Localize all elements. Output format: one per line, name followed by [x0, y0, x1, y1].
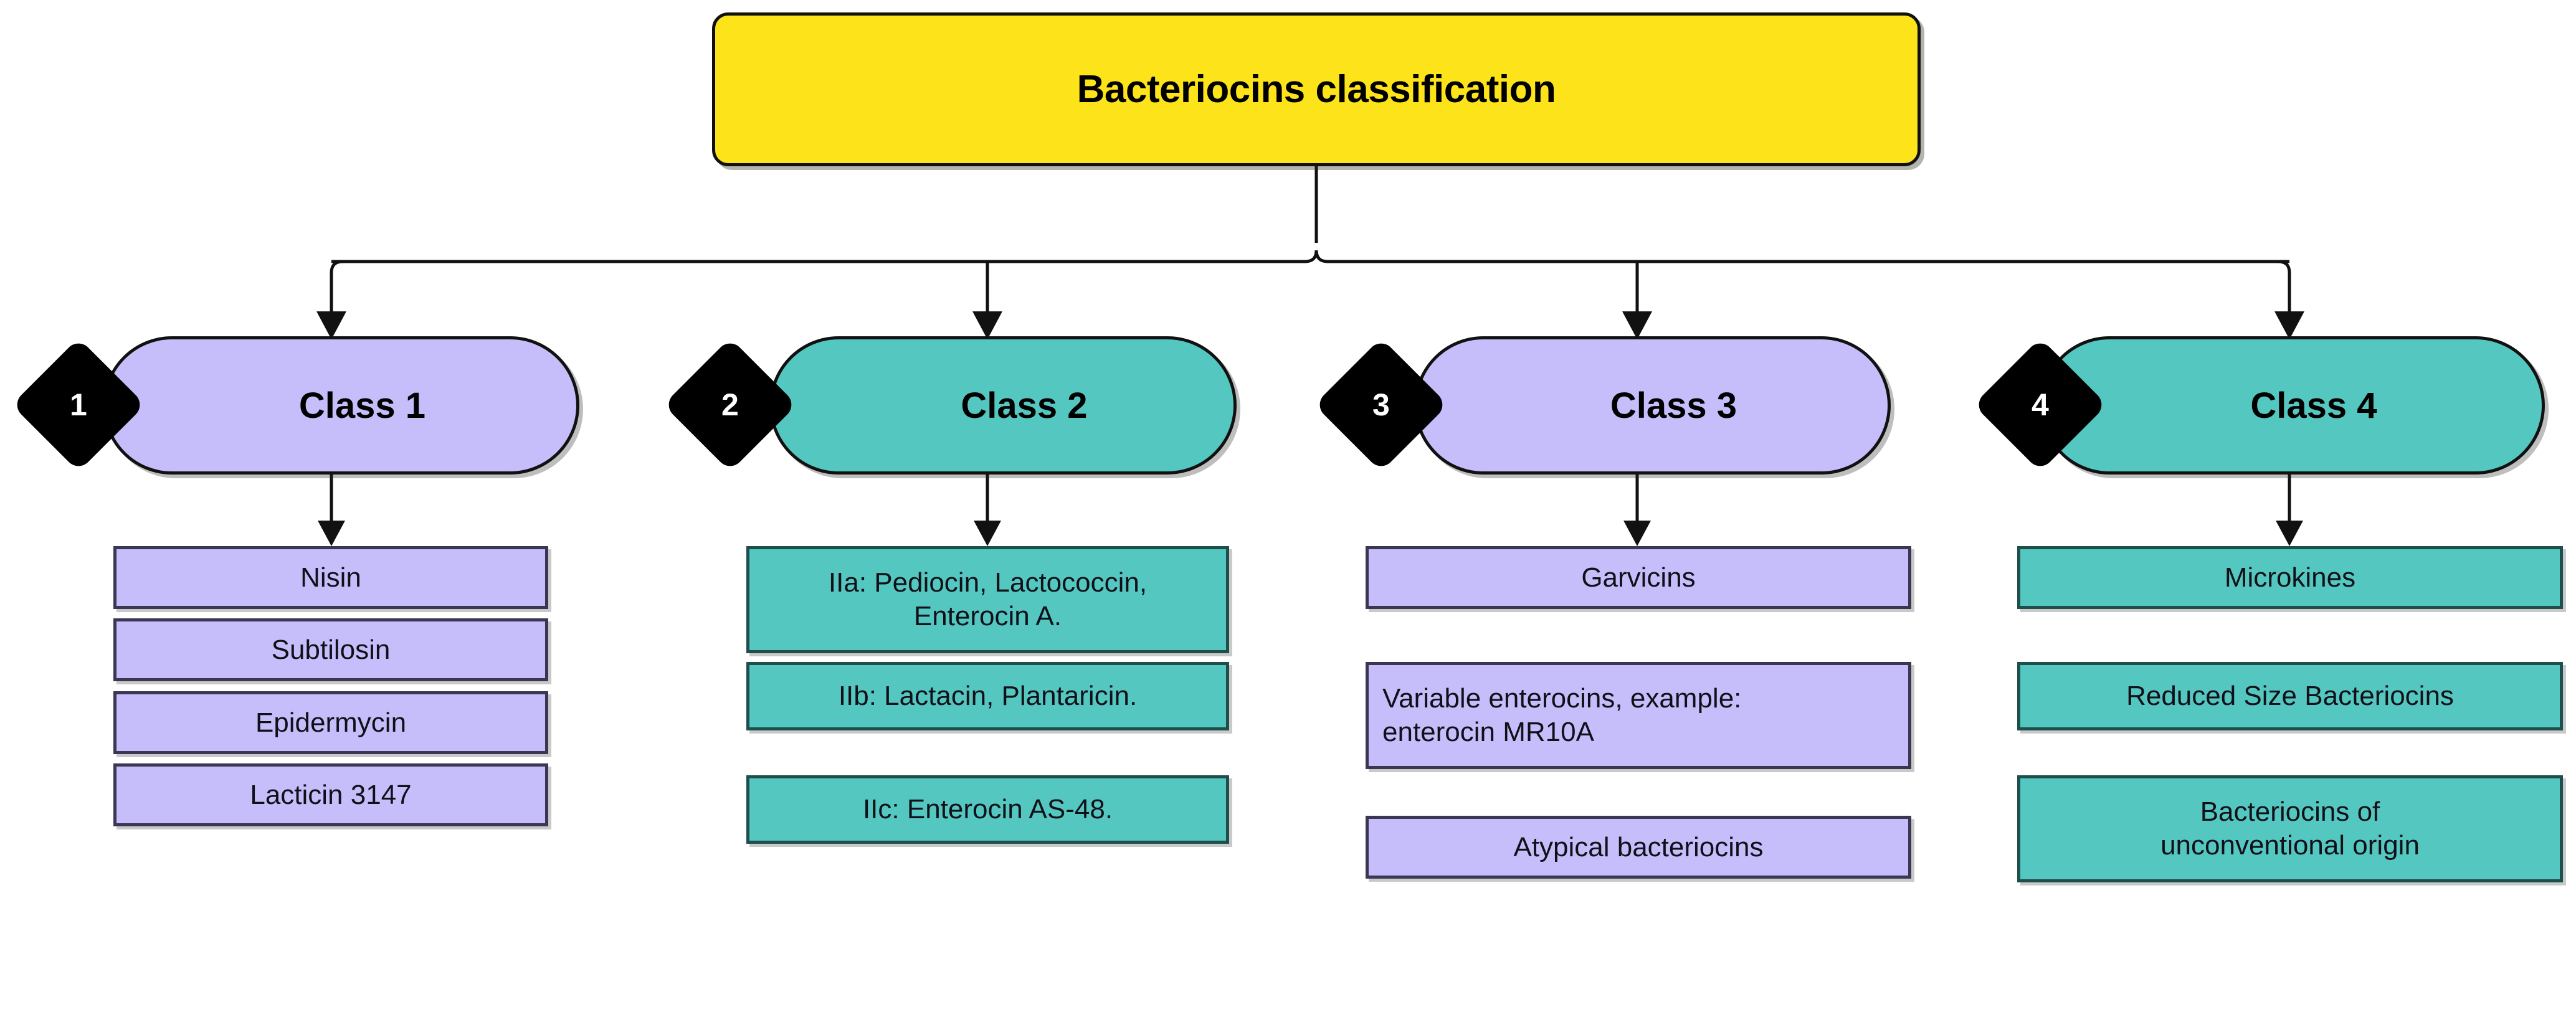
leaf-box-atypical-bacteriocins[interactable]: Atypical bacteriocins [1366, 816, 1911, 879]
arrowhead-class-3 [1622, 311, 1652, 339]
leaf-box-garvicins[interactable]: Garvicins [1366, 546, 1911, 609]
leaf-box-label: Subtilosin [271, 634, 391, 665]
badge-diamond-2-number: 2 [721, 387, 739, 422]
leaf-box-subtilosin[interactable]: Subtilosin [113, 618, 548, 681]
leaf-box-label: Reduced Size Bacteriocins [2126, 681, 2454, 712]
class-node-3-label: Class 3 [1610, 385, 1737, 426]
badge-diamond-4-number: 4 [2032, 387, 2049, 422]
leaf-box-variable-enterocins[interactable]: Variable enterocins, example: enterocin … [1366, 662, 1911, 769]
arrowhead-class-2 [972, 311, 1002, 339]
class-node-1[interactable]: Class 1 [103, 336, 579, 475]
class-node-2[interactable]: Class 2 [769, 336, 1237, 475]
branch-drop-4 [2278, 260, 2291, 319]
branch-bus-connector-right [1314, 250, 2289, 263]
leaf-box-label: IIc: Enterocin AS-48. [862, 794, 1113, 825]
arrowhead-leaf-1 [318, 521, 345, 546]
leaf-box-label: Atypical bacteriocins [1513, 831, 1764, 862]
class-node-1-label: Class 1 [298, 385, 426, 426]
class-node-3[interactable]: Class 3 [1414, 336, 1891, 475]
leaf-box-class2-iic[interactable]: IIc: Enterocin AS-48. [746, 775, 1229, 844]
leaf-box-unconventional-origin[interactable]: Bacteriocins of unconventional origin [2017, 775, 2563, 882]
branch-bus-connector [331, 250, 1318, 263]
leaf-box-label: Bacteriocins of unconventional origin [2160, 796, 2420, 861]
root-node-bacteriocins-classification[interactable]: Bacteriocins classification [712, 12, 1921, 166]
badge-diamond-3: 3 [1314, 338, 1448, 472]
class-node-4-label: Class 4 [2250, 385, 2377, 426]
leaf-box-label: IIa: Pediocin, Lactococcin, Enterocin A. [828, 567, 1148, 631]
class-node-2-label: Class 2 [961, 385, 1088, 426]
leaf-box-label: Nisin [300, 562, 361, 593]
leaf-box-nisin[interactable]: Nisin [113, 546, 548, 609]
branch-drop-1 [330, 260, 343, 319]
leaf-box-reduced-size-bacteriocins[interactable]: Reduced Size Bacteriocins [2017, 662, 2563, 730]
class-node-4[interactable]: Class 4 [2040, 336, 2545, 475]
leaf-box-label: Variable enterocins, example: enterocin … [1382, 683, 1742, 747]
arrowhead-class-4 [2274, 311, 2304, 339]
leaf-box-class2-iib[interactable]: IIb: Lactacin, Plantaricin. [746, 662, 1229, 730]
arrowhead-leaf-3 [1623, 521, 1651, 546]
leaf-box-label: Lacticin 3147 [250, 779, 412, 810]
leaf-box-microkines[interactable]: Microkines [2017, 546, 2563, 609]
arrowhead-class-1 [316, 311, 346, 339]
leaf-box-lacticin-3147[interactable]: Lacticin 3147 [113, 763, 548, 826]
leaf-box-epidermycin[interactable]: Epidermycin [113, 691, 548, 754]
arrowhead-leaf-4 [2276, 521, 2303, 546]
leaf-box-label: IIb: Lactacin, Plantaricin. [838, 681, 1138, 712]
badge-diamond-2: 2 [663, 338, 797, 472]
arrowhead-leaf-2 [974, 521, 1001, 546]
leaf-box-class2-iia[interactable]: IIa: Pediocin, Lactococcin, Enterocin A. [746, 546, 1229, 653]
badge-diamond-1-number: 1 [70, 387, 87, 422]
leaf-box-label: Microkines [2224, 562, 2356, 593]
leaf-box-label: Garvicins [1581, 562, 1696, 593]
root-node-label: Bacteriocins classification [1077, 68, 1556, 111]
badge-diamond-3-number: 3 [1372, 387, 1390, 422]
leaf-box-label: Epidermycin [255, 707, 407, 738]
